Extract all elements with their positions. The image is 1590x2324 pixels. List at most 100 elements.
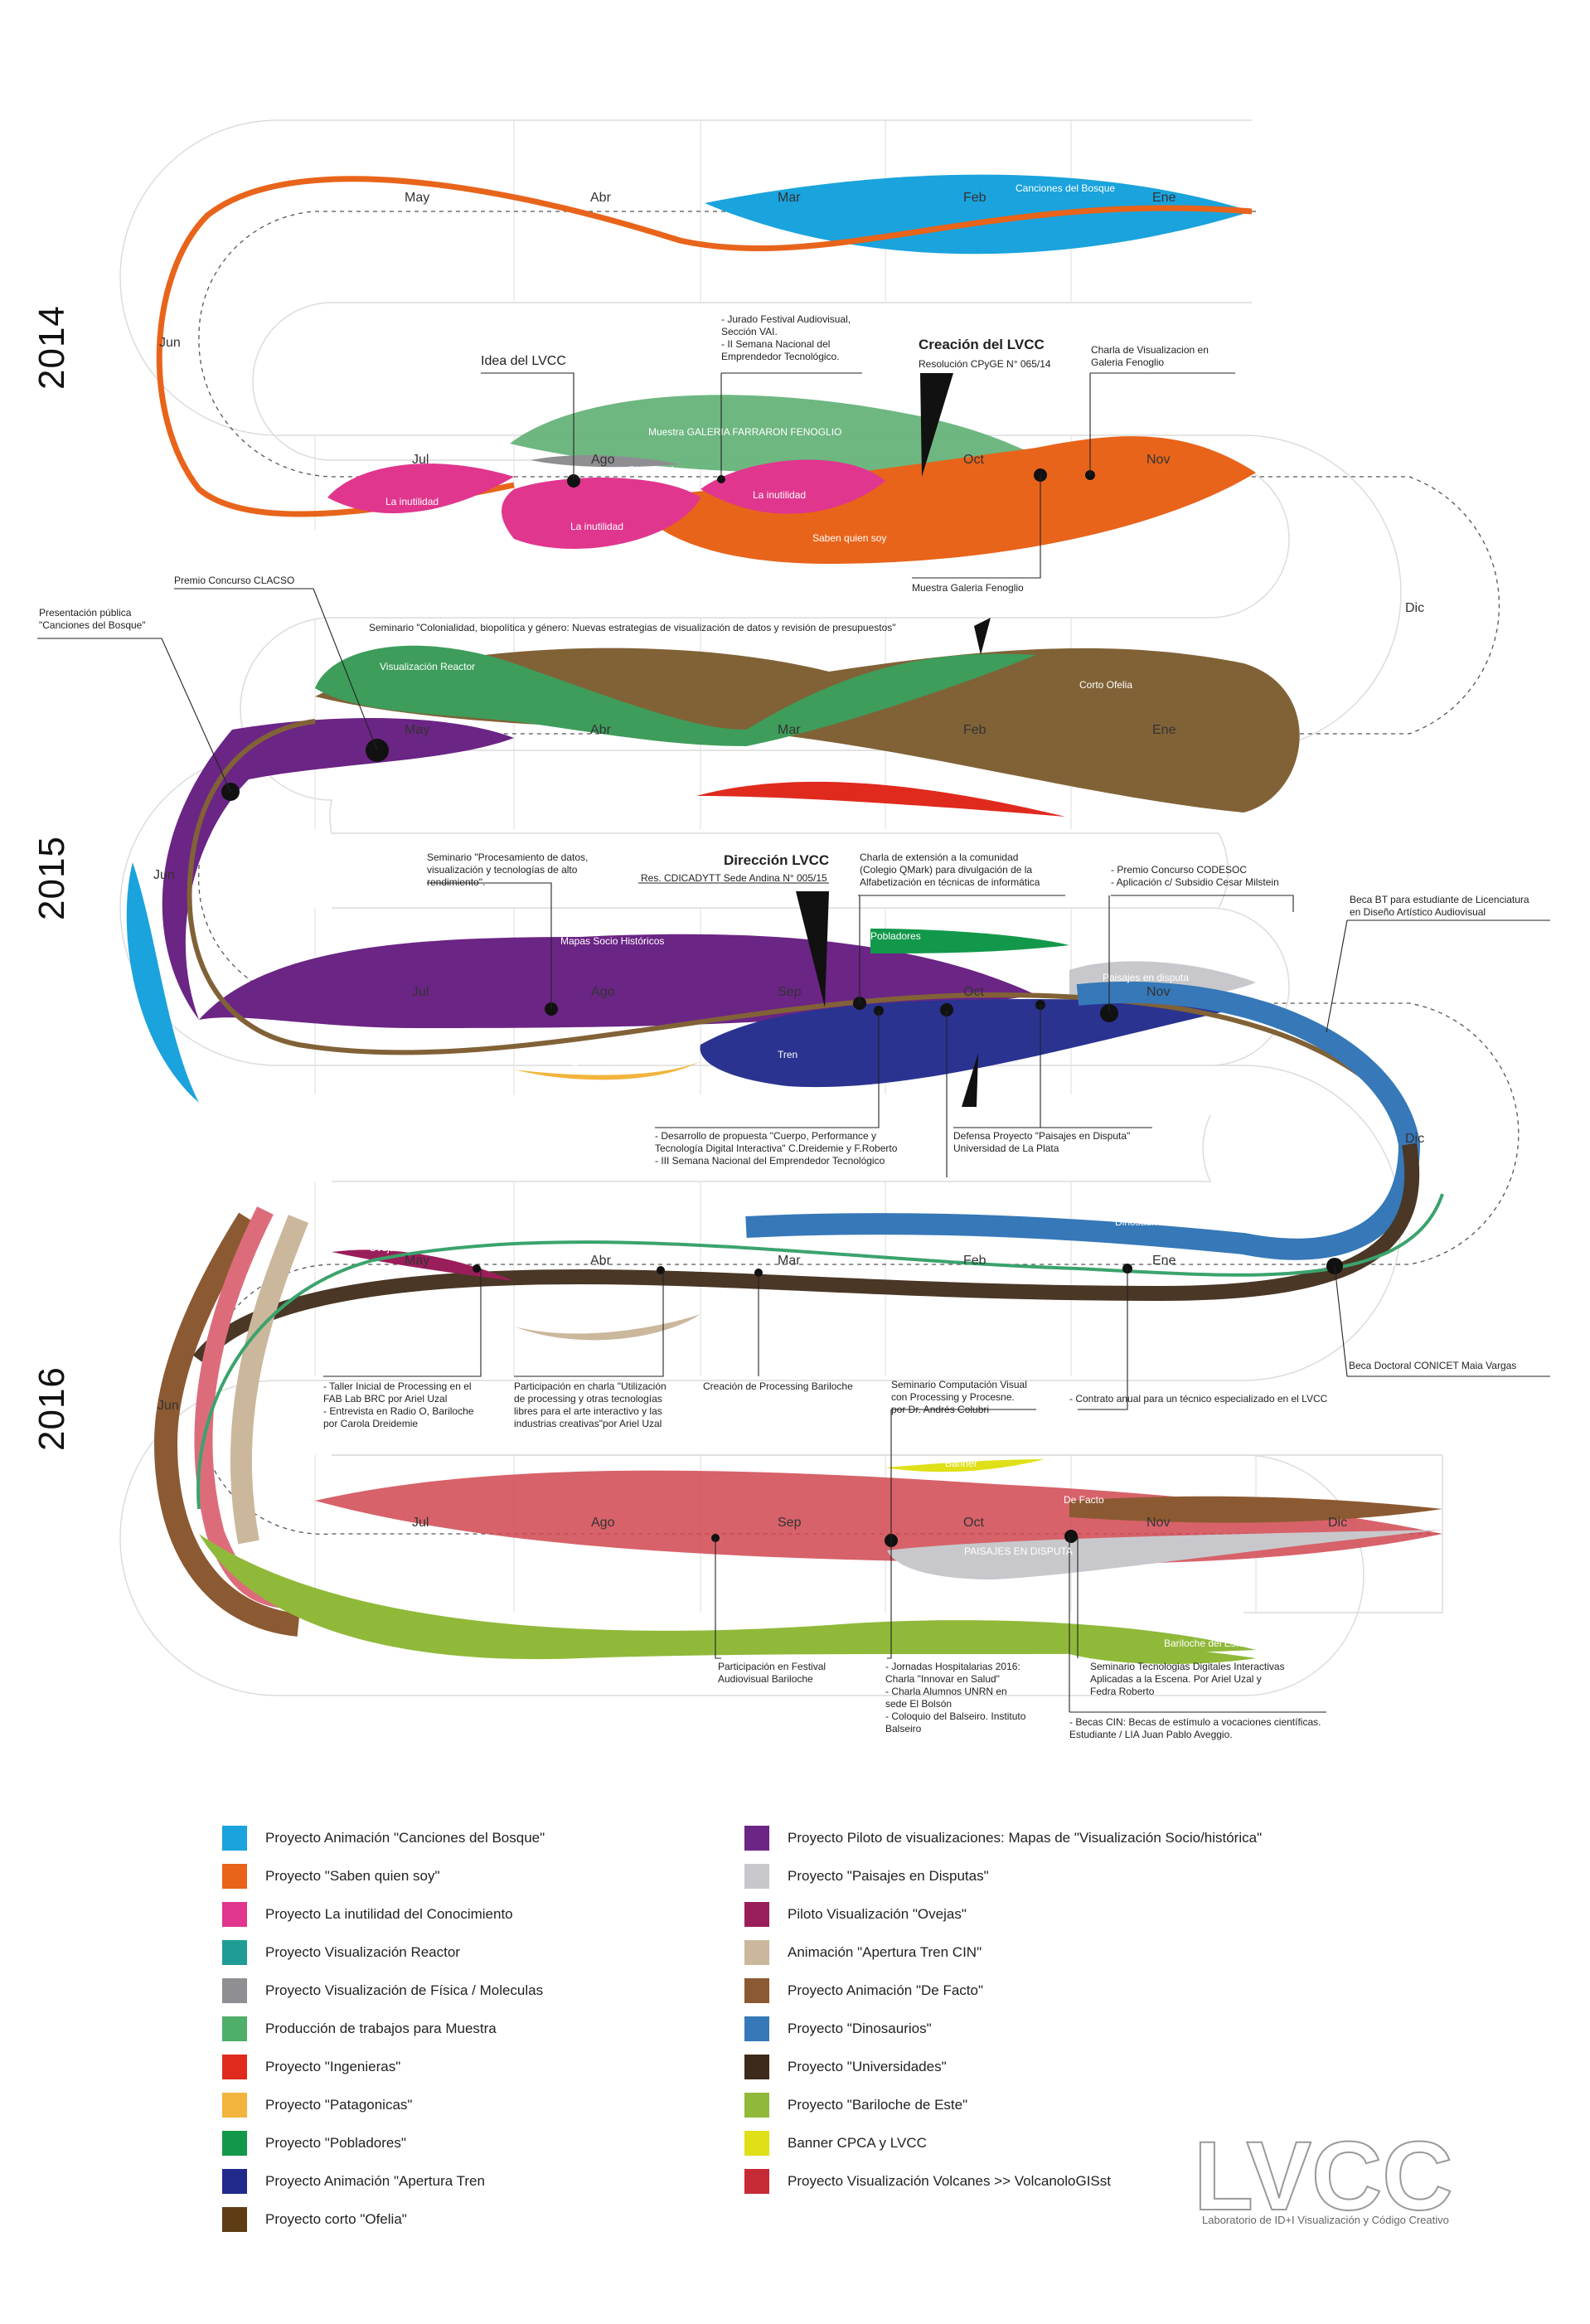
annotation-line: Audiovisual Bariloche (718, 1673, 813, 1685)
annotation-line: (Colegio QMark) para divulgación de la (860, 864, 1033, 876)
legend-label: Proyecto Animación "De Facto" (788, 1982, 984, 1998)
legend-item: Proyecto La inutilidad del Conocimiento (222, 1902, 513, 1927)
label-defacto: De Facto (1064, 1494, 1104, 1506)
month-label: Nov (1146, 985, 1171, 999)
label-muestra: Muestra GALERIA FARRARON FENOGLIO (648, 426, 842, 438)
logo-text: LVCC (1194, 2123, 1452, 2230)
label-canciones: Canciones del Bosque (1016, 182, 1116, 194)
month-label: Ago (591, 453, 615, 467)
month-label: Mar (778, 1254, 801, 1268)
legend-swatch (744, 2093, 769, 2118)
annotation-line: Tecnología Digital Interactiva" C.Dreide… (655, 1143, 898, 1154)
legend-item: Proyecto "Paisajes en Disputas" (744, 1864, 989, 1889)
month-label: Jun (153, 868, 175, 882)
month-label: Jul (412, 453, 429, 467)
month-label: Jun (159, 336, 181, 350)
annotation-line: por Dr. Andrés Colubri (891, 1404, 990, 1415)
annotation-presentacion: Presentación pública "Canciones del Bosq… (39, 607, 146, 632)
track-outline (119, 119, 1443, 1696)
annotation-beca-bt: Beca BT para estudiante de Licenciatura … (1350, 894, 1529, 919)
legend-item: Banner CPCA y LVCC (744, 2131, 927, 2156)
year-2016: 2016 (32, 1366, 72, 1451)
annotation-line: - III Semana Nacional del Emprendedor Te… (655, 1155, 885, 1167)
annotation-line: Defensa Proyecto "Paisajes en Disputa" (953, 1130, 1131, 1142)
band-inutilidad-1 (327, 463, 514, 514)
legend-label: Proyecto Visualización Reactor (265, 1944, 460, 1960)
band-inutilidad-2 (502, 478, 700, 549)
month-label: Ago (591, 985, 615, 999)
legend-swatch (222, 1864, 247, 1889)
band-apertura-turn (230, 1215, 309, 1545)
event-markers (221, 468, 1343, 1547)
annotation-muestra-galeria: Muestra Galeria Fenoglio (912, 582, 1024, 594)
annotation-jurado: - Jurado Festival Audiovisual, Sección V… (721, 313, 851, 363)
month-label: May (405, 723, 430, 737)
annotation-line: visualización y tecnologías de alto (427, 864, 578, 876)
month-label: Oct (963, 1516, 984, 1530)
legend-swatch (222, 1902, 247, 1927)
band-canciones (705, 174, 1252, 255)
band-saben-stroke (156, 176, 1253, 517)
annotation-line: con Processing y Procesne. (891, 1391, 1015, 1403)
band-defacto-turn (153, 1212, 300, 1637)
legend-swatch (744, 1902, 769, 1927)
month-label: Nov (1146, 453, 1171, 467)
legend-item: Proyecto "Bariloche de Este" (744, 2093, 967, 2118)
legend-item: Proyecto "Dinosaurios" (744, 2016, 932, 2041)
month-label: Oct (963, 453, 984, 467)
band-bariloche-end (1069, 1644, 1256, 1664)
year-2014: 2014 (32, 305, 72, 390)
month-label: Jul (412, 1516, 429, 1530)
annotation-line: - Taller Inicial de Processing en el (323, 1380, 472, 1392)
month-label: Dic (1405, 601, 1425, 615)
legend-swatch (744, 2169, 769, 2194)
legend-swatch (744, 1864, 769, 1889)
annotation-line: Presentación pública (39, 607, 132, 619)
month-label: Dic (1405, 1132, 1425, 1146)
annotation-line: - Becas CIN: Becas de estímulo a vocacio… (1069, 1716, 1321, 1728)
month-label: Feb (963, 723, 986, 737)
legend-item: Proyecto corto "Ofelia" (222, 2207, 407, 2232)
annotation-contrato: - Contrato anual para un técnico especia… (1069, 1393, 1328, 1405)
month-label: May (405, 191, 430, 205)
legend-label: Animación "Apertura Tren CIN" (788, 1944, 982, 1960)
annotation-line: Sección VAI. (721, 326, 778, 337)
annotation-seminario-computacion: Seminario Computación Visual con Process… (891, 1379, 1027, 1416)
annotation-line: industrias creativas"por Ariel Uzal (514, 1418, 662, 1429)
annotation-line: Participación en charla "Utilización (514, 1380, 667, 1392)
legend-swatch (222, 1826, 247, 1851)
legend-swatch (222, 1940, 247, 1965)
annotation-line: de processing y otras tecnologías (514, 1393, 662, 1405)
legend-item: Proyecto Visualización Reactor (222, 1940, 460, 1965)
legend-item: Proyecto Animación "Apertura Tren (222, 2169, 485, 2194)
label-dinosaurios: Dinosaurios (1115, 1216, 1168, 1228)
annotation-participacion-charla: Participación en charla "Utilización de … (514, 1380, 667, 1430)
legend-swatch (744, 1940, 769, 1965)
legend-item: Piloto Visualización "Ovejas" (744, 1902, 967, 1927)
annotation-line: - Desarrollo de propuesta "Cuerpo, Perfo… (655, 1130, 877, 1142)
annotation-line: Beca BT para estudiante de Licenciatura (1350, 894, 1529, 905)
annotation-premio-clacso: Premio Concurso CLACSO (174, 575, 295, 586)
legend-item: Proyecto Piloto de visualizaciones: Mapa… (744, 1826, 1262, 1851)
marker-taller (473, 1264, 481, 1273)
band-ovejas (332, 1249, 514, 1281)
annotation-line: Aplicadas a la Escena. Por Ariel Uzal y (1090, 1673, 1262, 1685)
annotation-seminario-tecnologias: Seminario Tecnologias Digitales Interact… (1090, 1661, 1285, 1698)
legend-swatch (222, 2055, 247, 2079)
legend-label: Proyecto La inutilidad del Conocimiento (265, 1906, 513, 1922)
marker-seminario-tec (1064, 1530, 1078, 1543)
month-label: Abr (590, 1254, 611, 1268)
annotation-desarrollo: - Desarrollo de propuesta "Cuerpo, Perfo… (655, 1130, 897, 1167)
annotation-line: por Carola Dreidemie (323, 1418, 419, 1429)
annotation-jornadas: - Jornadas Hospitalarias 2016: Charla "I… (885, 1661, 1025, 1735)
month-label: Ago (591, 1516, 615, 1530)
logo-subtitle: Laboratorio de ID+I Visualización y Códi… (1202, 2214, 1449, 2226)
legend-item: Proyecto "Ingenieras" (222, 2055, 400, 2079)
annotation-line: - Aplicación c/ Subsidio Cesar Milstein (1111, 876, 1279, 888)
legend-label: Proyecto Animación "Apertura Tren (265, 2173, 485, 2189)
lvcc-logo: LVCC (1194, 2123, 1453, 2230)
annotation-taller: - Taller Inicial de Processing en el FAB… (323, 1380, 473, 1430)
wedge-creacion (920, 373, 953, 477)
legend-item: Proyecto Visualización Volcanes >> Volca… (744, 2169, 1111, 2194)
